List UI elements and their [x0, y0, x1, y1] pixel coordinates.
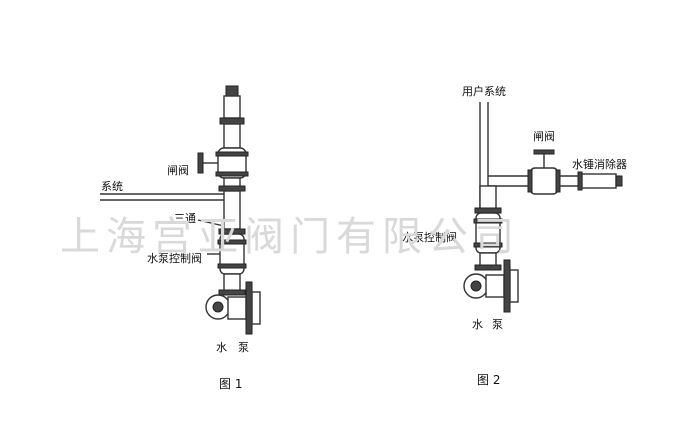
fig1-pump-label-right: 泵: [238, 341, 249, 354]
fig1-upper-flange: [219, 117, 245, 125]
fig1-pump-label-left: 水: [216, 341, 227, 354]
fig1-gate-valve: [197, 147, 249, 179]
fig1-caption: 图 1: [219, 377, 242, 391]
fig1-pump: [205, 281, 261, 335]
company-watermark: 上海宫亚阀门有限公司: [60, 214, 520, 260]
fig1-gate-valve-label: 闸阀: [167, 163, 189, 177]
fig2-water-hammer-arrester: [577, 171, 623, 191]
fig2-pump-control-valve-label: 水泵控制阀: [402, 230, 457, 244]
figure-2: [463, 102, 623, 313]
fig1-pump-control-valve-label: 水泵控制阀: [147, 251, 202, 265]
fig1-top-cap: [225, 85, 239, 97]
fig1-mid-flange: [218, 185, 246, 192]
fig2-pump-label-left: 水: [472, 318, 483, 331]
fig2-gate-valve-label: 闸阀: [533, 129, 555, 143]
figure-1: [100, 85, 261, 335]
fig2-pump-label-right: 泵: [492, 318, 503, 331]
fig2-gate-valve: [527, 149, 561, 195]
fig2-pump: [463, 259, 519, 313]
fig2-water-hammer-label: 水锤消除器: [572, 157, 627, 171]
fig1-tee-label: 三通: [174, 212, 196, 225]
fig1-top-stem: [223, 95, 241, 119]
fig1-lower-flange: [218, 289, 246, 296]
fig2-caption: 图 2: [477, 373, 500, 387]
fig2-user-system-label: 用户系统: [462, 84, 506, 98]
fig1-system-label: 系统: [101, 180, 123, 193]
fig1-upper-pipe: [223, 123, 241, 149]
